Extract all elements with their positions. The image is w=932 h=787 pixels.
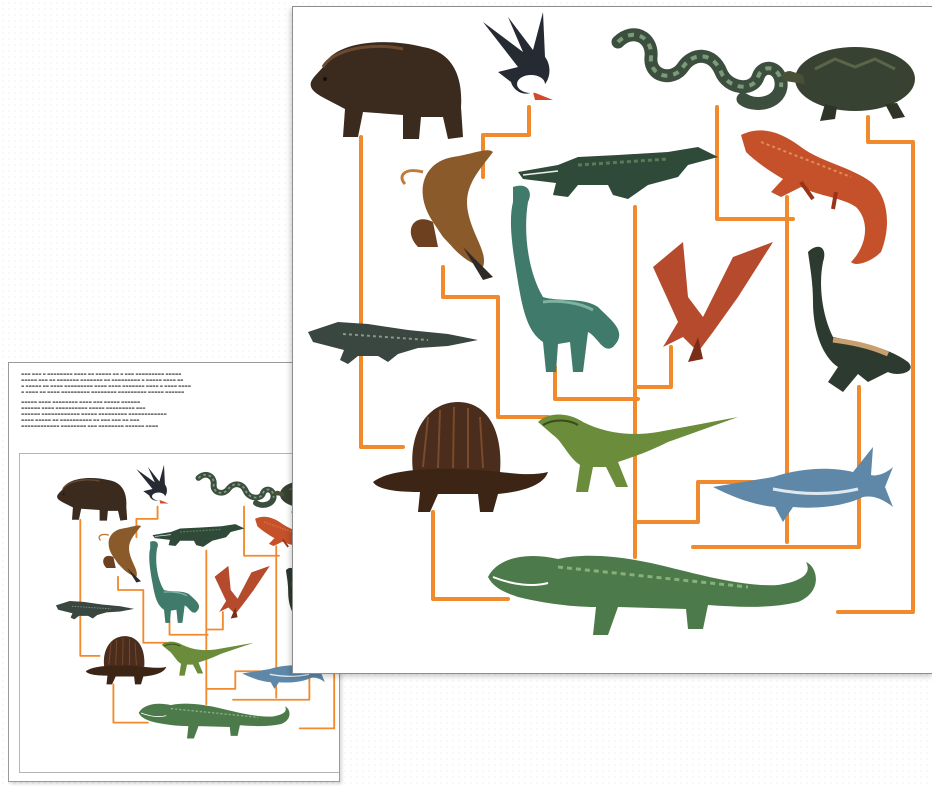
caption-paragraph-2: ▬▬▬▬▬ ▬▬▬▬ ▬▬▬▬▬▬▬▬ ▬▬▬▬ ▬▬▬ ▬▬▬▬▬ ▬▬▬▬▬…	[21, 399, 311, 429]
caption-text: ▬▬▬ ▬▬▬ ▬ ▬▬▬▬▬▬▬▬ ▬▬▬▬ ▬▬ ▬▬▬▬▬ ▬▬ ▬ ▬▬…	[21, 371, 311, 433]
front-page	[292, 6, 932, 674]
caption-paragraph-1: ▬▬▬ ▬▬▬ ▬ ▬▬▬▬▬▬▬▬ ▬▬▬▬ ▬▬ ▬▬▬▬▬ ▬▬ ▬ ▬▬…	[21, 371, 311, 395]
back-page: ▬▬▬ ▬▬▬ ▬ ▬▬▬▬▬▬▬▬ ▬▬▬▬ ▬▬ ▬▬▬▬▬ ▬▬ ▬ ▬▬…	[8, 362, 340, 782]
cladogram	[293, 7, 932, 673]
